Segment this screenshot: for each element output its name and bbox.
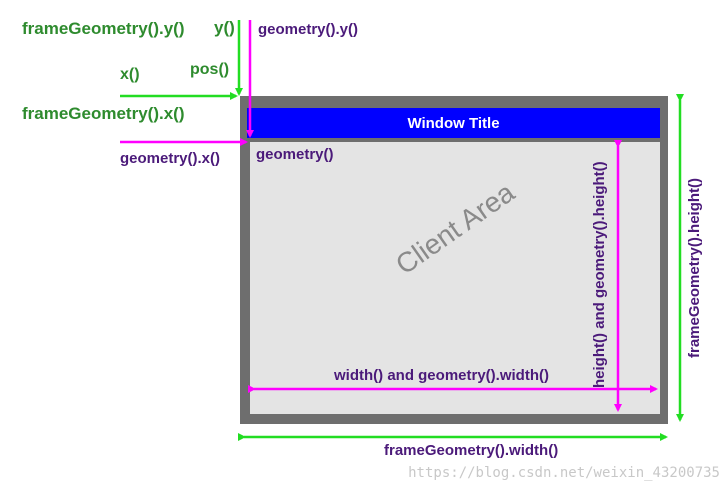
frame-width-label: frameGeometry().width() bbox=[384, 442, 559, 459]
y-label: y() bbox=[214, 18, 235, 37]
window-title: Window Title bbox=[407, 114, 500, 132]
geometry-x-label: geometry().x() bbox=[120, 150, 221, 167]
pos-label: pos() bbox=[190, 61, 230, 78]
frame-height-label: frameGeometry().height() bbox=[686, 177, 703, 358]
geometry-y-label: geometry().y() bbox=[258, 21, 359, 38]
width-label: width() and geometry().width() bbox=[334, 367, 549, 384]
frame-y-label: frameGeometry().y() bbox=[22, 19, 185, 38]
client-area bbox=[250, 142, 660, 414]
watermark: https://blog.csdn.net/weixin_43200735 bbox=[408, 465, 720, 481]
window-title-bar: Window Title bbox=[247, 108, 660, 138]
height-label: height() and geometry().height() bbox=[591, 161, 608, 388]
frame-x-label: frameGeometry().x() bbox=[22, 104, 185, 123]
x-label: x() bbox=[120, 66, 140, 83]
geometry-label: geometry() bbox=[256, 146, 334, 163]
